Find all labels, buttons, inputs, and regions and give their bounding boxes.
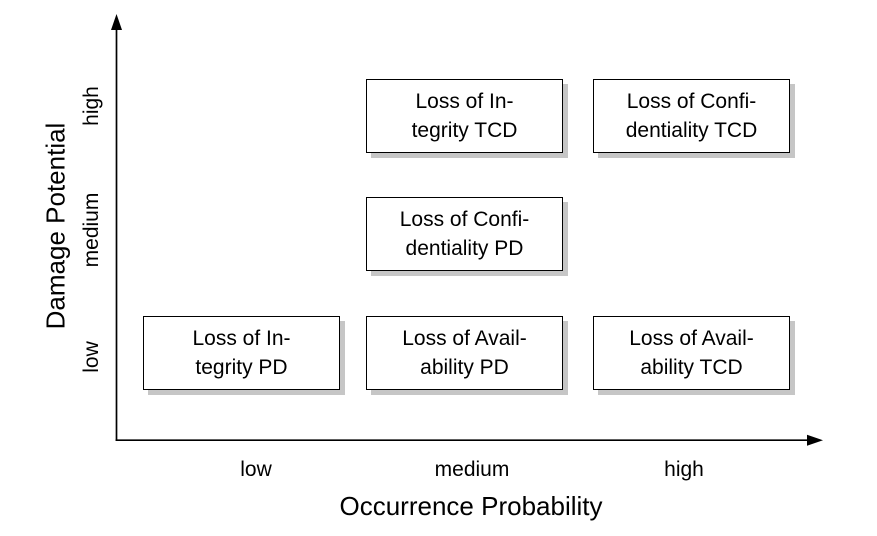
risk-box-line: ability PD [420,356,509,379]
x-axis-arrow-icon [807,434,823,446]
risk-box-loss-of-integrity-tcd: Loss of In- tegrity TCD [366,79,563,153]
risk-box-line: Loss of In- [192,327,291,350]
risk-box-line: Loss of Avail- [629,327,754,350]
risk-box-loss-of-availability-pd: Loss of Avail- ability PD [366,316,563,390]
risk-box-line: Loss of Confi- [626,90,757,113]
risk-box-line: ability TCD [640,356,743,379]
risk-box-line: tegrity TCD [411,119,518,142]
risk-box-line: dentiality PD [405,237,524,260]
x-tick-high: high [664,458,704,481]
y-tick-low: low [80,341,103,373]
y-axis-title: Damage Potential [40,122,71,330]
risk-box-line: dentiality TCD [625,119,758,142]
risk-box-loss-of-confidentiality-tcd: Loss of Confi- dentiality TCD [593,79,790,153]
risk-box-loss-of-confidentiality-pd: Loss of Confi- dentiality PD [366,197,563,271]
x-axis-title: Occurrence Probability [339,491,603,521]
risk-box-line: Loss of In- [415,90,514,113]
risk-box-loss-of-availability-tcd: Loss of Avail- ability TCD [593,316,790,390]
y-axis-arrow-icon [111,14,122,30]
x-tick-low: low [240,458,272,481]
y-tick-high: high [80,86,103,126]
risk-box-loss-of-integrity-pd: Loss of In- tegrity PD [143,316,340,390]
x-tick-medium: medium [434,458,510,481]
risk-box-line: tegrity PD [195,356,288,379]
risk-box-line: Loss of Confi- [399,208,530,231]
y-tick-medium: medium [80,192,103,268]
risk-box-line: Loss of Avail- [402,327,527,350]
